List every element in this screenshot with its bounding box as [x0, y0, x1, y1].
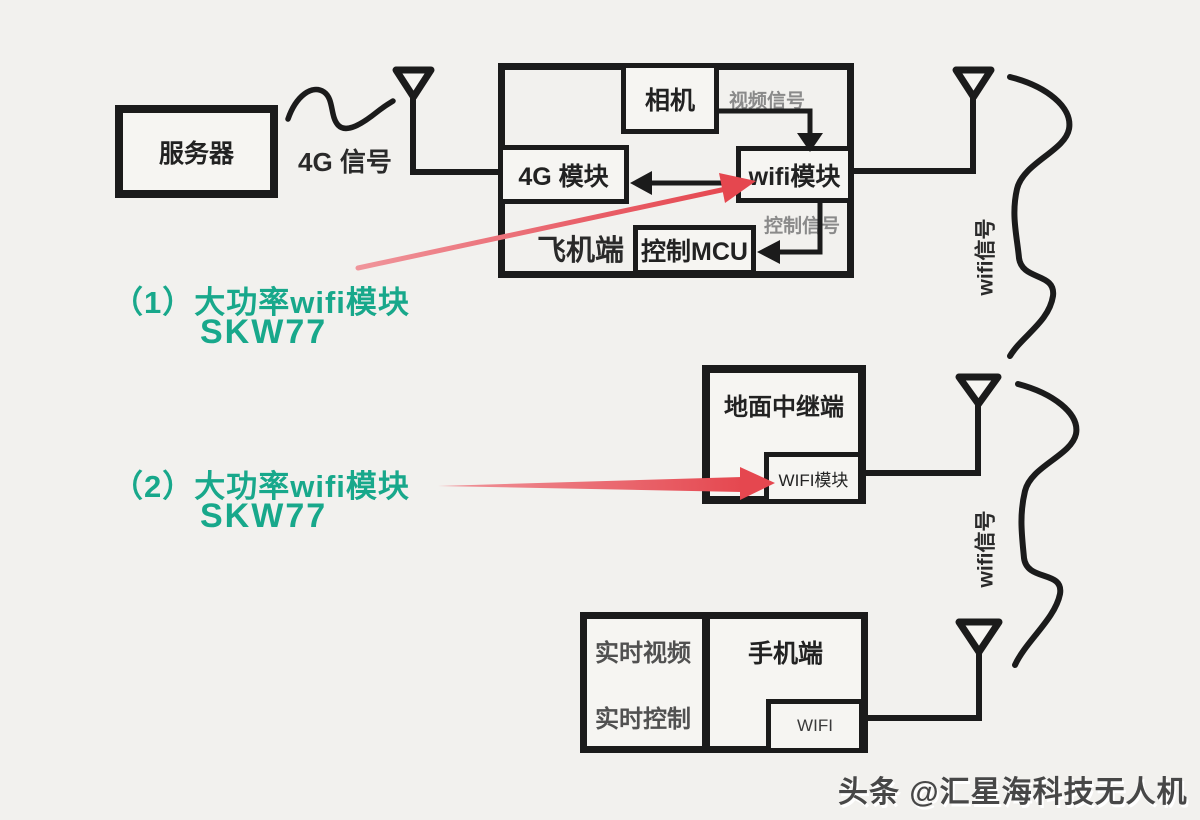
- note2-title: （2）大功率wifi模块: [112, 469, 410, 504]
- module-4g-box: 4G 模块: [498, 145, 629, 204]
- antenna-icon: [853, 66, 995, 174]
- watermark: 头条 @汇星海科技无人机: [838, 776, 1188, 809]
- wifi-module-box: wifi模块: [736, 146, 853, 203]
- antenna-icon: [864, 618, 1003, 721]
- red-arrow-icon: [355, 173, 756, 271]
- camera-box: 相机: [621, 63, 719, 134]
- phone-wifi-box: WIFI: [766, 699, 864, 753]
- squiggle-signal-icon: [1007, 74, 1073, 359]
- wifi-module-label: wifi模块: [748, 162, 841, 191]
- signal-4g-label: 4G 信号: [298, 147, 392, 177]
- phone-wifi-label: WIFI: [797, 716, 833, 735]
- control-mcu-box: 控制MCU: [633, 225, 756, 275]
- control-mcu-label: 控制MCU: [641, 238, 748, 266]
- squiggle-signal-icon: [1012, 381, 1080, 668]
- note1-title: （1）大功率wifi模块: [112, 285, 410, 320]
- phone-label: 手机端: [747, 640, 823, 668]
- realtime-control-label: 实时控制: [595, 706, 691, 733]
- squiggle-signal-icon: [285, 86, 396, 132]
- realtime-box: [580, 612, 709, 753]
- video-signal-arrow: [719, 108, 823, 152]
- note1-model: SKW77: [200, 313, 328, 351]
- note2-model: SKW77: [200, 497, 328, 535]
- red-arrow-icon: [438, 467, 775, 500]
- ground-relay-label: 地面中继端: [724, 394, 844, 421]
- server-label: 服务器: [158, 139, 234, 168]
- antenna-icon: [863, 373, 1002, 476]
- ground-wifi-module-box: WIFI模块: [764, 452, 863, 504]
- server-box: 服务器: [115, 105, 278, 198]
- realtime-video-label: 实时视频: [595, 640, 691, 667]
- control-signal-arrow: [757, 203, 823, 264]
- module-4g-label: 4G 模块: [518, 162, 609, 191]
- ground-wifi-module-label: WIFI模块: [778, 470, 849, 490]
- video-signal-label: 视频信号: [729, 91, 806, 112]
- camera-label: 相机: [644, 86, 695, 115]
- aircraft-side-label: 飞机端: [537, 235, 625, 267]
- antenna-icon: [392, 66, 498, 175]
